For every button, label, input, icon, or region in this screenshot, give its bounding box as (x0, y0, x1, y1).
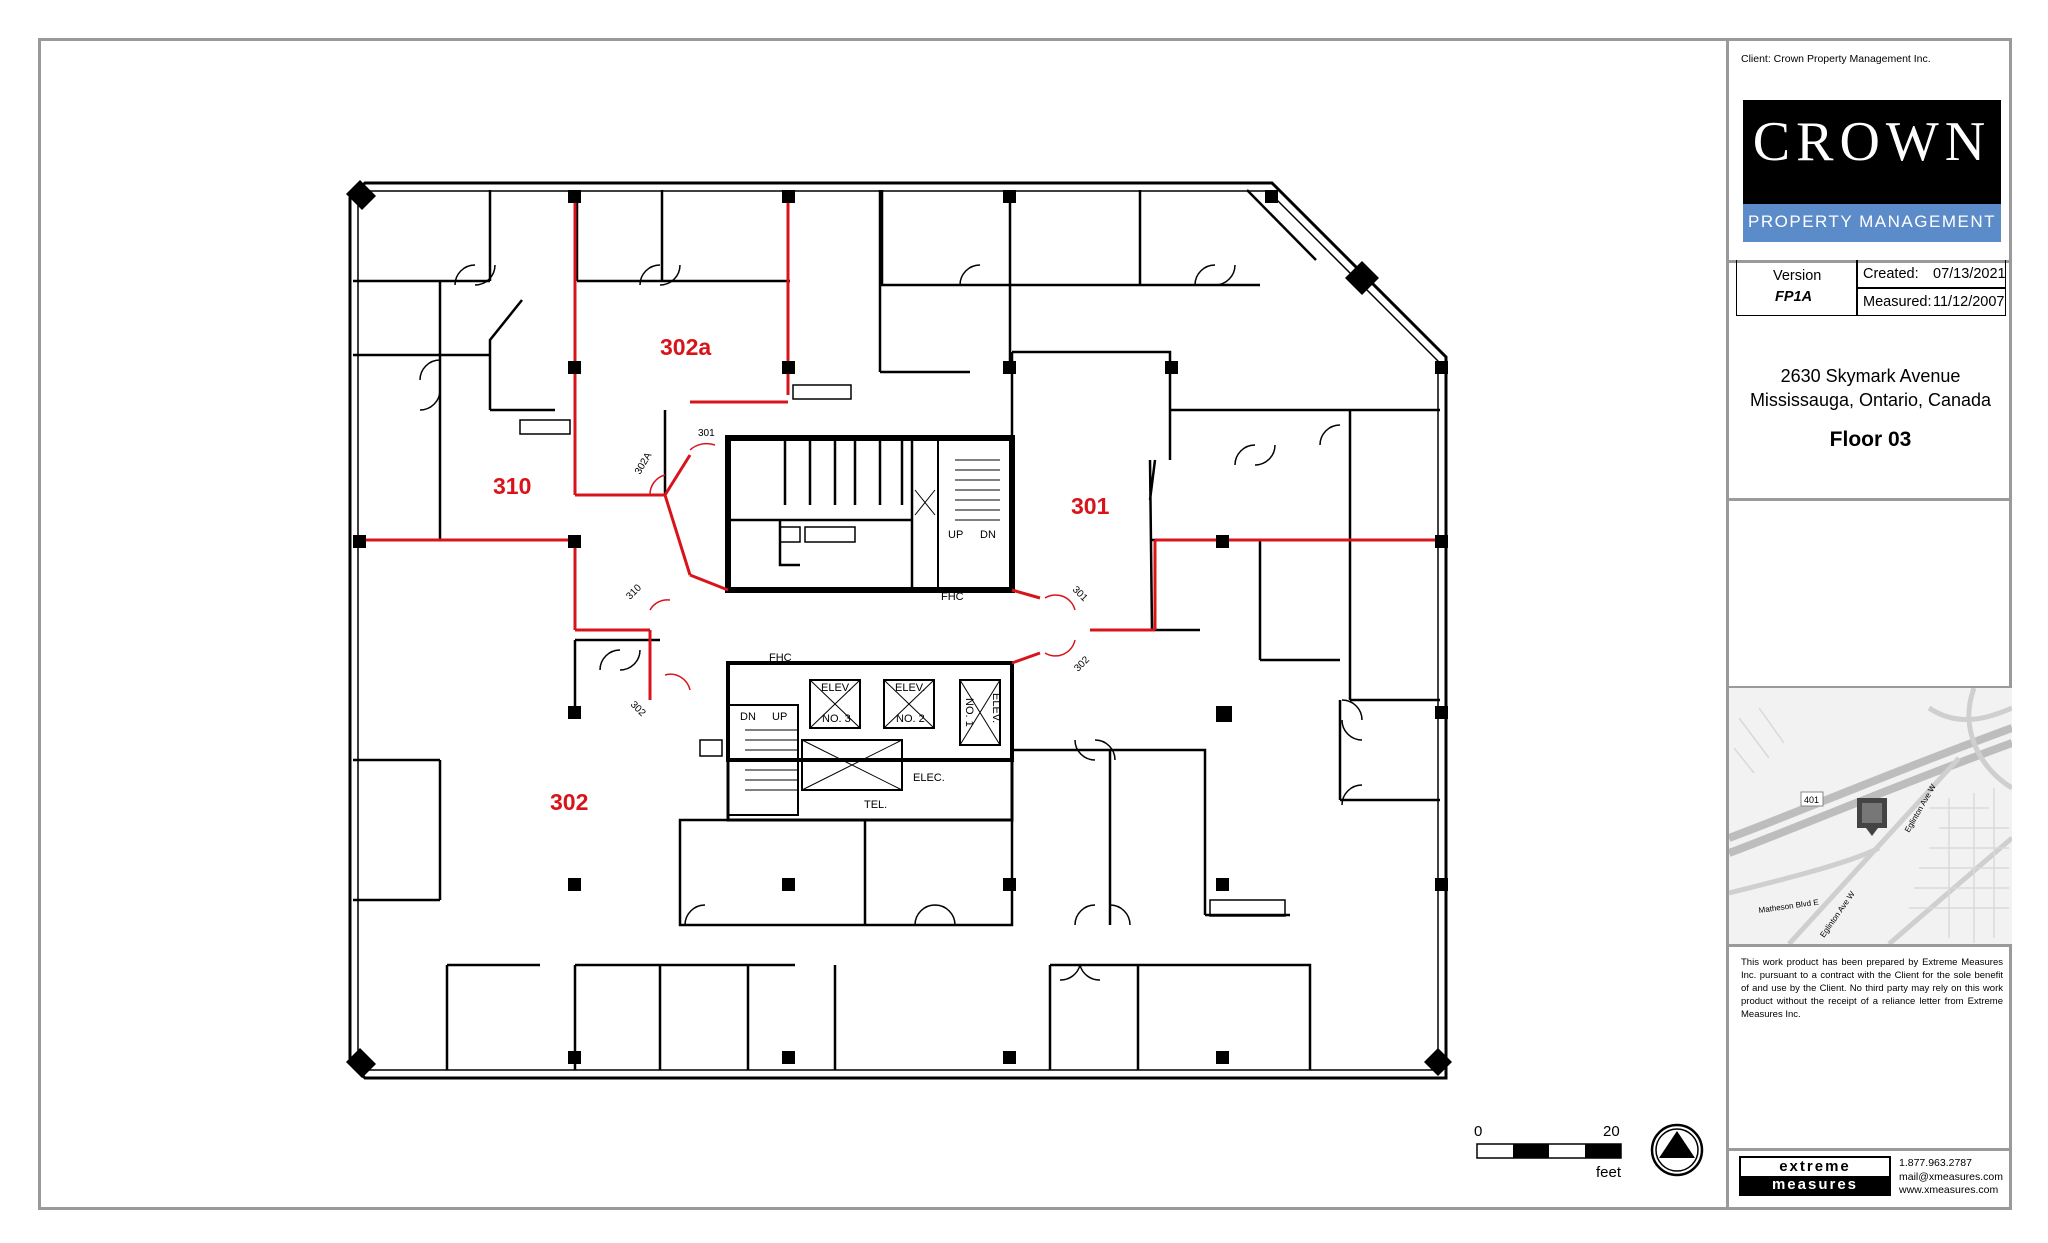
exterior-wall (348, 181, 1448, 1080)
elevator-3-label: ELEV. (821, 682, 851, 694)
elevator-2-label: ELEV. (895, 682, 925, 694)
version-value: FP1A (1775, 289, 1813, 305)
drawing-frame (38, 38, 2012, 1210)
scale-bar: 0 20 feet (1474, 1123, 1622, 1181)
created-value: 07/13/2021 (1933, 266, 2006, 282)
scale-max: 20 (1603, 1123, 1620, 1140)
floor-title: Floor 03 (1829, 428, 1912, 451)
brand-top: extreme (1779, 1158, 1851, 1175)
logo-subtitle: PROPERTY MANAGEMENT (1748, 212, 1996, 231)
door-label-302-left: 302 (628, 699, 648, 719)
north-arrow-icon (1650, 1123, 1704, 1177)
phone: 1.877.963.2787 (1899, 1157, 1972, 1169)
disclaimer-text: This work product has been prepared by E… (1741, 957, 2003, 1020)
elevator-2-number: NO. 2 (896, 713, 925, 725)
version-cell: Version FP1A (1736, 260, 1858, 316)
fhc-label-bottom: FHC (769, 652, 792, 664)
extreme-measures-logo: extreme measures (1739, 1156, 1891, 1196)
stair-dn-label-2: DN (740, 711, 756, 723)
door-label-301-top: 301 (698, 428, 715, 439)
property-address: 2630 Skymark Avenue Mississauga, Ontario… (1729, 364, 2012, 412)
elevator-1-label: ELEV. (990, 693, 1002, 723)
address-line-2: Mississauga, Ontario, Canada (1749, 390, 1992, 410)
email[interactable]: mail@xmeasures.com (1899, 1170, 2004, 1183)
brand-bottom: measures (1741, 1176, 1889, 1194)
measured-cell: Measured: 11/12/2007 (1856, 287, 2006, 316)
created-label: Created: (1863, 266, 1919, 282)
stair-up-label-2: UP (772, 711, 787, 723)
created-cell: Created: 07/13/2021 (1856, 260, 2006, 289)
title-block: Client: Crown Property Management Inc. C… (1726, 38, 2012, 1210)
measured-label: Measured: (1863, 294, 1932, 310)
client-line: Client: Crown Property Management Inc. (1741, 53, 1931, 65)
website[interactable]: www.xmeasures.com (1899, 1184, 1999, 1196)
telephone-room-label: TEL. (864, 799, 887, 811)
suite-label-310: 310 (493, 473, 531, 499)
version-label: Version (1773, 268, 1822, 284)
fhc-label-top: FHC (941, 591, 964, 603)
door-label-310: 310 (624, 582, 644, 602)
scale-unit: feet (1596, 1164, 1622, 1181)
door-label-301-right: 301 (1070, 584, 1090, 604)
door-label-302-right: 302 (1072, 654, 1092, 674)
logo-wordmark: CROWN (1752, 111, 1992, 173)
crown-logo: CROWN PROPERTY MANAGEMENT (1743, 100, 2001, 246)
map-label-highway: 401 (1804, 795, 1819, 805)
stair-up-label-1: UP (948, 529, 963, 541)
suite-label-302a: 302a (660, 334, 711, 360)
contact-info: 1.877.963.2787 mail@xmeasures.com www.xm… (1899, 1157, 2003, 1198)
scale-min: 0 (1474, 1123, 1482, 1140)
door-label-302A: 302A (633, 450, 654, 476)
address-line-1: 2630 Skymark Avenue (1780, 366, 1961, 386)
location-map: 401 Eglinton Ave W Matheson Blvd E Eglin… (1729, 688, 2012, 944)
elevator-3-number: NO. 3 (822, 713, 851, 725)
suite-label-302: 302 (550, 789, 588, 815)
measured-value: 11/12/2007 (1933, 294, 2005, 310)
suite-label-301: 301 (1071, 493, 1110, 519)
floor-plan: 302a 310 301 302 301 302A 310 301 302 30… (346, 180, 1704, 1181)
elevator-1-number: NO. 1 (963, 698, 975, 727)
stair-dn-label-1: DN (980, 529, 996, 541)
electrical-room-label: ELEC. (913, 772, 945, 784)
